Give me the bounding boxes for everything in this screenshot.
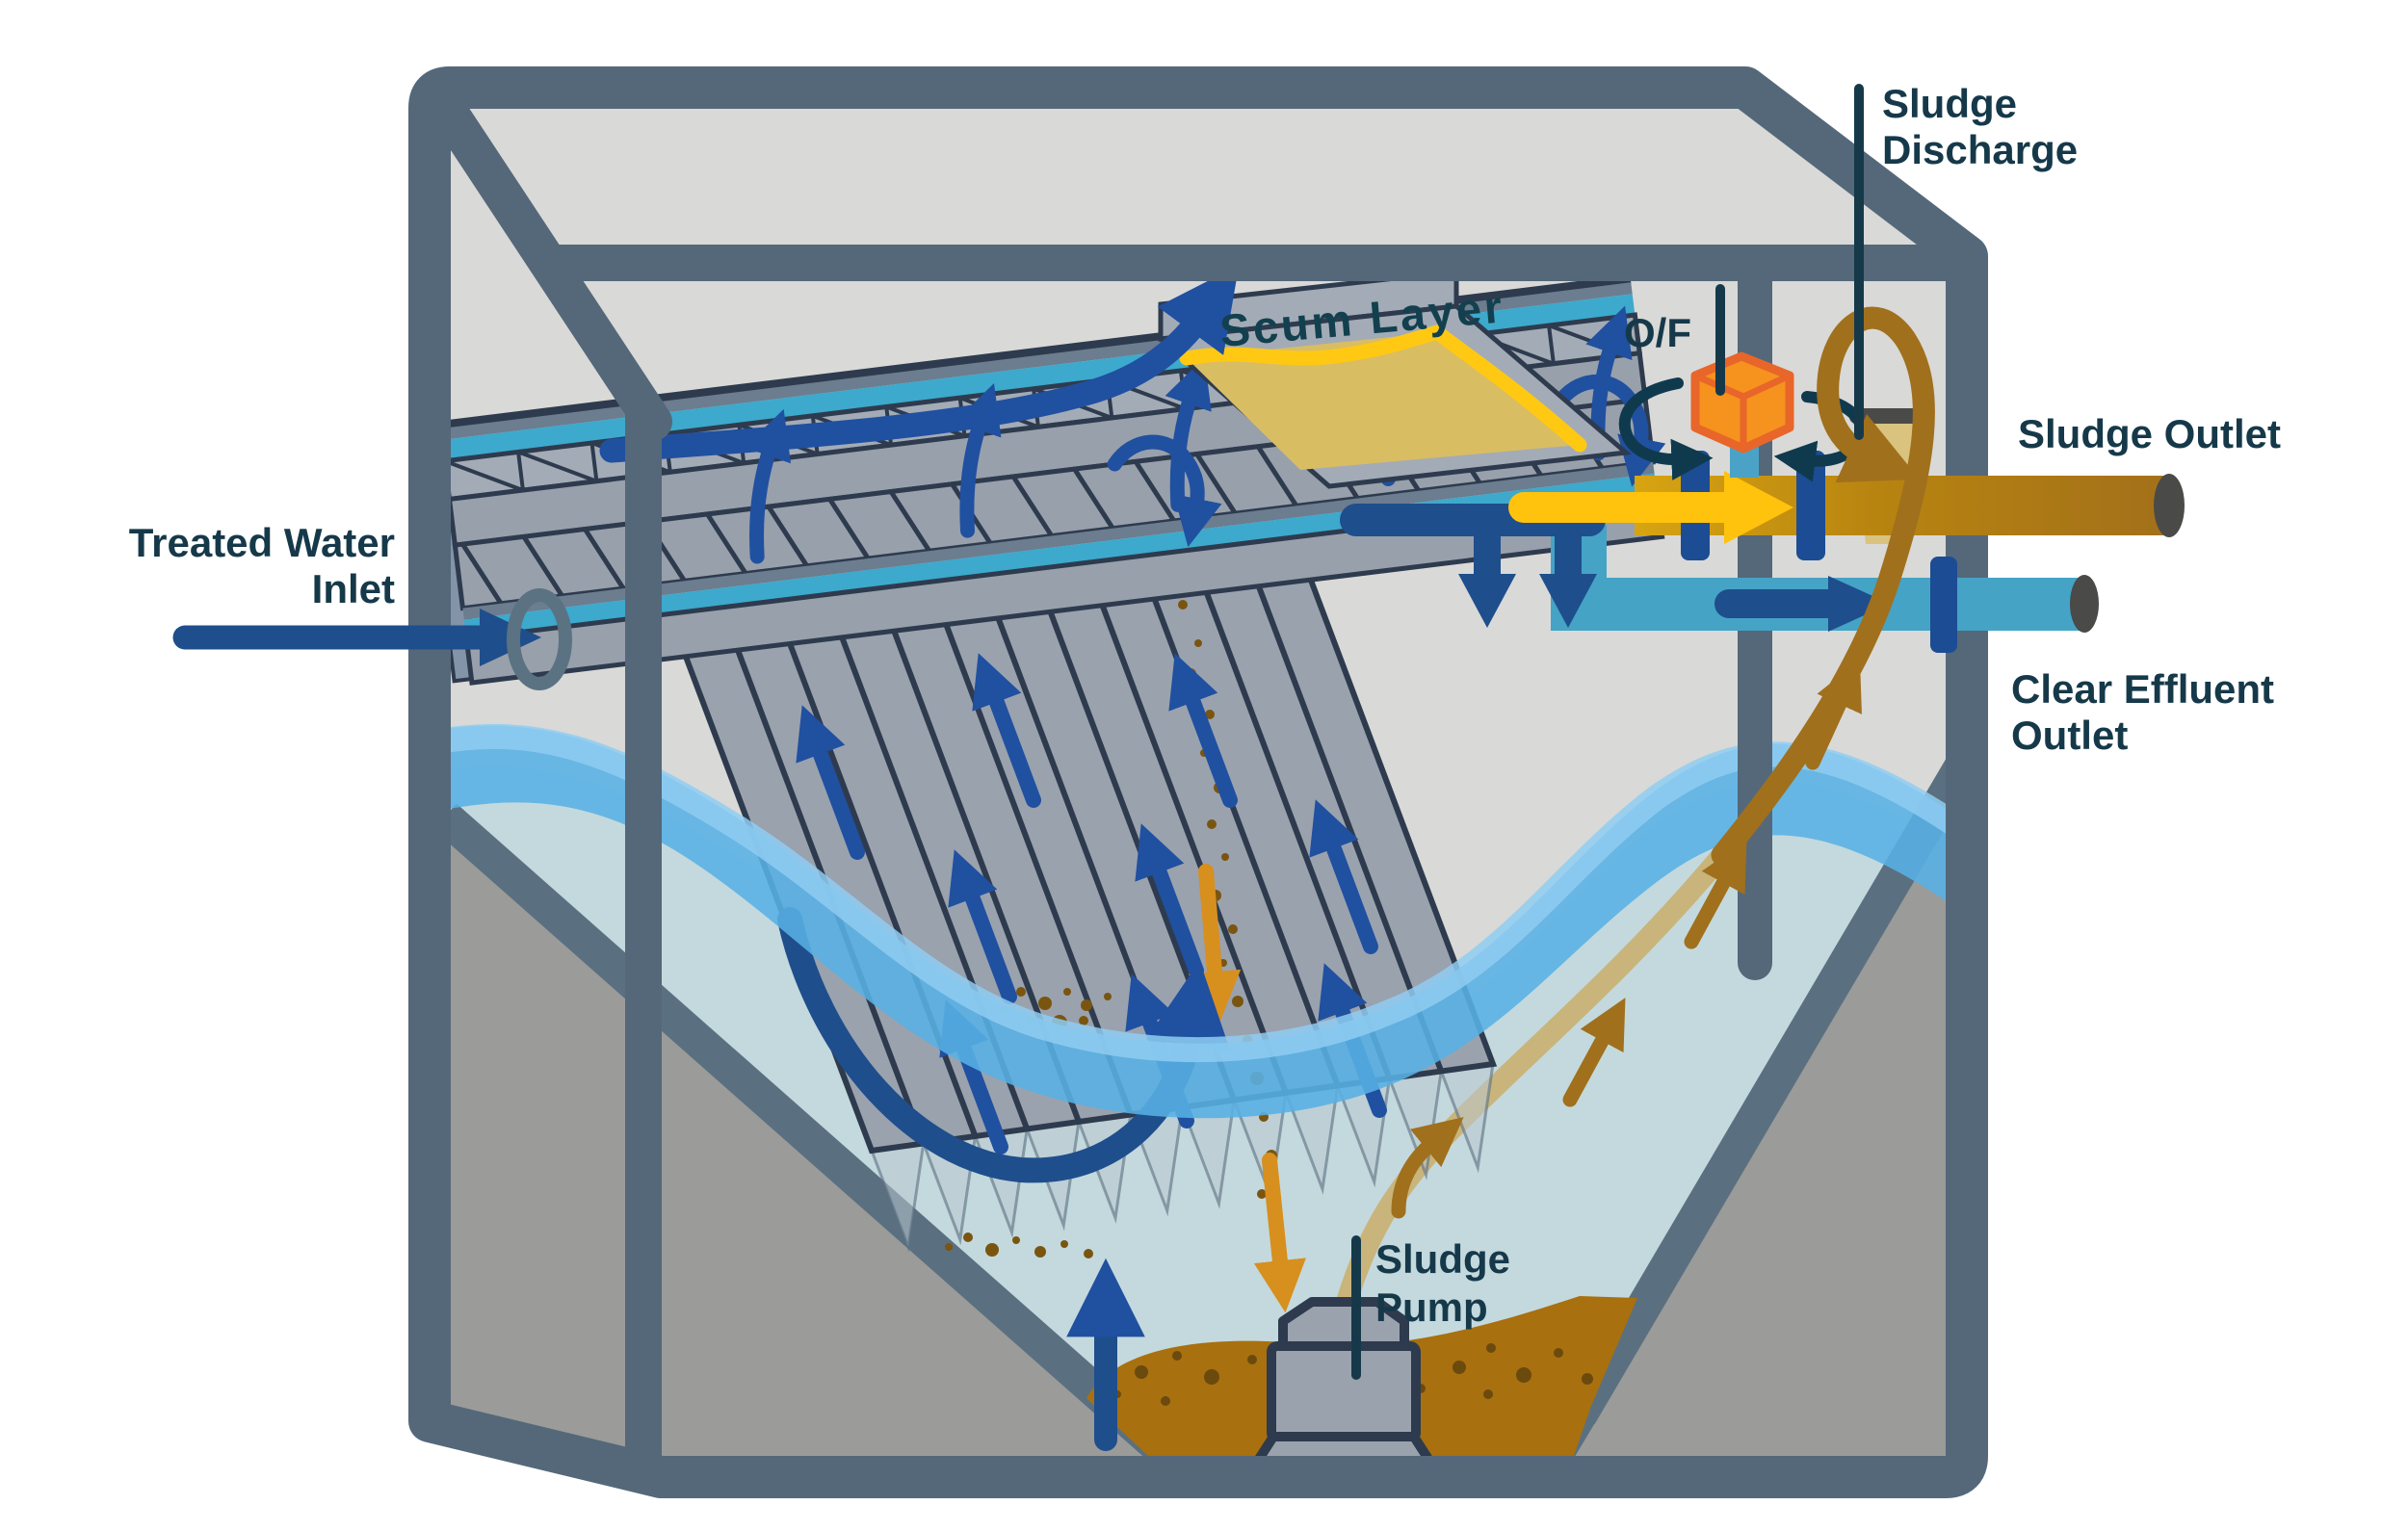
label-treated-water-line2: Inlet xyxy=(312,566,395,611)
label-sludge-pump-line1: Sludge xyxy=(1375,1236,1510,1282)
effluent-piping xyxy=(1340,504,2099,653)
inlet xyxy=(172,588,572,690)
label-treated-water-line1: Treated Water xyxy=(129,520,395,565)
label-sludge-outlet: Sludge Outlet xyxy=(2018,411,2281,456)
tank-frame xyxy=(408,66,1988,1498)
sludge-loop xyxy=(1391,306,1935,1219)
inlet-port-ring xyxy=(507,588,572,690)
hopper-walls xyxy=(432,751,1980,1473)
label-overflow: O/F xyxy=(1624,310,1691,355)
label-sludge-discharge-line2: Discharge xyxy=(1882,127,2078,172)
label-clear-effluent-line1: Clear Effluent xyxy=(2011,666,2274,712)
label-sludge-pump-line2: Pump xyxy=(1375,1284,1488,1330)
scum-tray xyxy=(1155,269,1632,489)
surface-flow-arrow xyxy=(599,265,1240,463)
label-clear-effluent-line2: Outlet xyxy=(2011,713,2128,758)
label-sludge-discharge-line1: Sludge xyxy=(1882,81,2017,126)
